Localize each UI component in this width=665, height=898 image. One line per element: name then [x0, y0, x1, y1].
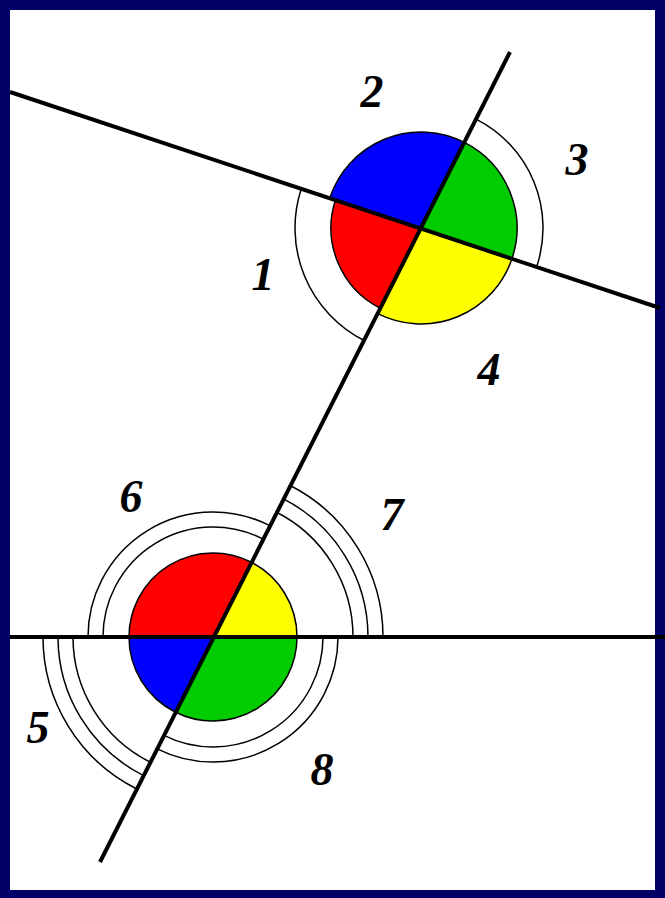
- angle-number: 1: [252, 252, 275, 298]
- angle-arc: [295, 188, 364, 340]
- angle-arc: [103, 527, 263, 637]
- straight-line: [10, 635, 665, 639]
- white-ground: [10, 10, 655, 890]
- angle-arc: [58, 637, 143, 775]
- angle-number: 4: [478, 347, 501, 393]
- angle-arc: [73, 637, 150, 762]
- angle-number: 7: [381, 492, 404, 538]
- angle-number: 6: [120, 474, 143, 520]
- angle-number: 2: [361, 69, 384, 115]
- angle-arc: [88, 512, 269, 637]
- straight-line: [10, 92, 660, 308]
- angle-arc: [43, 637, 136, 789]
- angle-number: 5: [27, 705, 50, 751]
- angle-arc: [476, 119, 543, 266]
- angle-sector: [213, 562, 297, 637]
- angle-arc: [283, 499, 368, 637]
- angle-arc: [276, 512, 353, 637]
- angle-arc: [290, 485, 383, 637]
- angle-sector: [129, 637, 213, 712]
- angle-number: 8: [311, 747, 334, 793]
- angle-number: 3: [566, 137, 589, 183]
- straight-line: [100, 52, 510, 862]
